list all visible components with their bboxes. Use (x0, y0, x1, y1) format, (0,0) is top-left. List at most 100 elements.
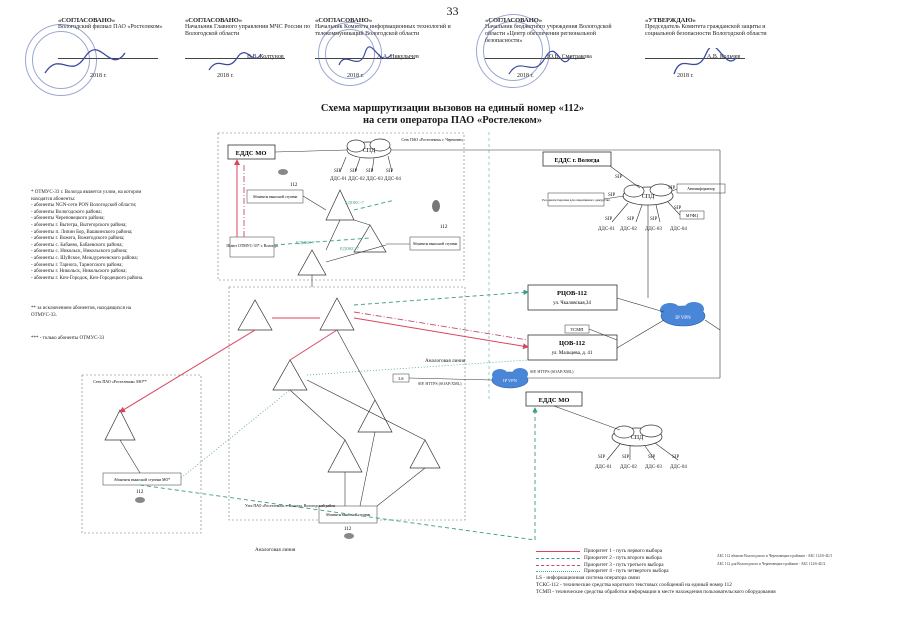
approval-signer: А.А. Никулычев (377, 54, 419, 60)
seal-stamp-icon (318, 22, 382, 86)
approval-signer: В.В. Колтунов (247, 54, 284, 60)
ip-vpn-label: IP VPN (675, 316, 691, 321)
legend-item: Приоритет 4 - путь четвертого выбора (536, 568, 896, 575)
link-line (371, 157, 375, 173)
link-line (644, 445, 656, 461)
link-line (616, 319, 665, 349)
sip-label: SIP (608, 193, 615, 198)
link-line (354, 157, 361, 173)
phone-number: 112 (440, 225, 448, 230)
note-line: - абоненты п. Липин Бор, Вашкинского рай… (31, 229, 133, 235)
link-line (359, 431, 376, 507)
edds-mo-bottom-label: ЕДДС МО (539, 397, 570, 404)
sip-label: SIP (648, 455, 655, 460)
triple-star-note: *** - только абоненты ОТМУС-33 (31, 336, 105, 341)
sip-label: SIP (650, 217, 657, 222)
page-number: 33 (446, 4, 459, 18)
link-line (655, 204, 661, 223)
signature-line (58, 58, 158, 59)
sip-label: SIP (672, 455, 679, 460)
route-line (306, 359, 529, 376)
dsp-label: ДДС-03 (645, 465, 662, 470)
approval-year: 2018 г. (90, 73, 107, 79)
link-line (336, 329, 376, 401)
ip-vpn-cloud-2: IP VPN (491, 368, 529, 389)
link-line (325, 244, 387, 263)
approval-block-1: «СОГЛАСОВАНО» Вологодский филиал ПАО «Ро… (58, 17, 203, 79)
remote-users-box (246, 189, 304, 204)
double-star-note: ** за исключением абонентов, находящихся… (31, 306, 216, 319)
cherepovets-net-label: Сеть ПАО «Ростелеком» г. Череповец (401, 138, 462, 142)
cherepovets-frame (217, 132, 465, 281)
legend-item: Приоритет 1 - путь первого выбора (536, 548, 896, 555)
legend-label: Приоритет 3 - путь третьего выбора (584, 561, 664, 568)
signature-line (185, 58, 285, 59)
link-line (635, 204, 643, 223)
phone-icon: 112 (135, 490, 145, 503)
dsp-label: ДДС-04 (384, 177, 401, 182)
spd-label: СПД (363, 148, 375, 154)
note-line: - абоненты с. Никольск, Никольского райо… (31, 249, 128, 255)
note-line: - абоненты Вологодского района; (31, 209, 102, 215)
dsp-label: ДДС-02 (620, 227, 637, 232)
route-line (353, 311, 529, 341)
sip-label: SIP (386, 169, 393, 174)
remote-users-label: Абоненты выносной ступени (253, 195, 298, 199)
otmus33-box (229, 236, 275, 258)
sip-label: SIP (598, 455, 605, 460)
note-line: - абоненты г. Вытегра, Вытегорского райо… (31, 222, 127, 228)
tsob-label: ЦОВ-112 (559, 340, 585, 347)
route-line (273, 237, 371, 246)
note-line: - абоненты с. Шуйское, Междуреченского р… (31, 255, 139, 261)
link-line (588, 328, 618, 341)
link-line (325, 219, 341, 251)
phone-number: 112 (136, 490, 144, 495)
title-line-1: Схема маршрутизации вызовов на единый но… (320, 103, 585, 114)
ip-vpn-label: IP VPN (503, 378, 518, 383)
switch-node (104, 409, 136, 441)
dsp-label: ДДС-04 (670, 227, 687, 232)
legend-extra-item: ТСМП - технические средства обработки ин… (536, 589, 896, 596)
link-line (119, 439, 141, 474)
switch-node (272, 359, 308, 391)
avtoinformator-box (676, 183, 726, 194)
link-line (306, 379, 426, 441)
legend-small-note: АБС 112 абонент Вологодского и Череповец… (717, 554, 877, 566)
avtoinformator-label: Автоинформатор (687, 187, 715, 191)
link-line (353, 219, 371, 226)
res-disp-label: Рез. диспетчерская для оперативного дежу… (542, 198, 610, 202)
dsp-label: ДДС-01 (598, 227, 615, 232)
edds-vologda-box (542, 151, 612, 167)
page-title: Схема маршрутизации вызовов на единый но… (0, 103, 905, 127)
rtsob-box (527, 284, 618, 311)
phone-number: 112 (344, 527, 352, 532)
sip-label: SIP (605, 217, 612, 222)
link-line (667, 201, 681, 216)
approval-text: Вологодский филиал ПАО «Ростелеком» (58, 24, 163, 30)
note-line: - абоненты г. Тарнога, Тарногского район… (31, 262, 123, 268)
legend-label: Приоритет 4 - путь четвертого выбора (584, 568, 669, 575)
approval-year: 2018 г. (217, 73, 234, 79)
priority-4-lines (180, 359, 529, 479)
link-line (376, 467, 426, 507)
network-links (119, 149, 721, 507)
phone-icon: 112 (344, 527, 354, 539)
link-line (616, 297, 665, 313)
small-note-line: АБС 112 абонент Вологодского и Череповец… (717, 554, 833, 558)
dsp-label: ДДС-03 (366, 177, 383, 182)
legend-extra-item: ТСКС-112 - технические средства коротког… (536, 582, 896, 589)
dsp-label: ДДС-02 (348, 177, 365, 182)
spd-cloud-top: СПД (346, 138, 392, 159)
star-note: * ОТМУС-33 г. Вологда является узлом, на… (31, 190, 216, 282)
switch-node (327, 439, 363, 473)
phone-icon: 112 (278, 169, 298, 188)
net-mo-label: Сеть ПАО «Ростелеком» МО** (93, 379, 146, 384)
edds-mo-top-label: ЕДДС МО (236, 150, 267, 157)
link-line (704, 319, 721, 331)
legend-swatch (536, 557, 580, 559)
edoks-label: ЕДОКС-7 (340, 246, 359, 251)
note-line: - абоненты Череповецкого района; (31, 216, 105, 222)
sip-label: SIP (674, 206, 681, 211)
legend-swatch (536, 571, 580, 573)
